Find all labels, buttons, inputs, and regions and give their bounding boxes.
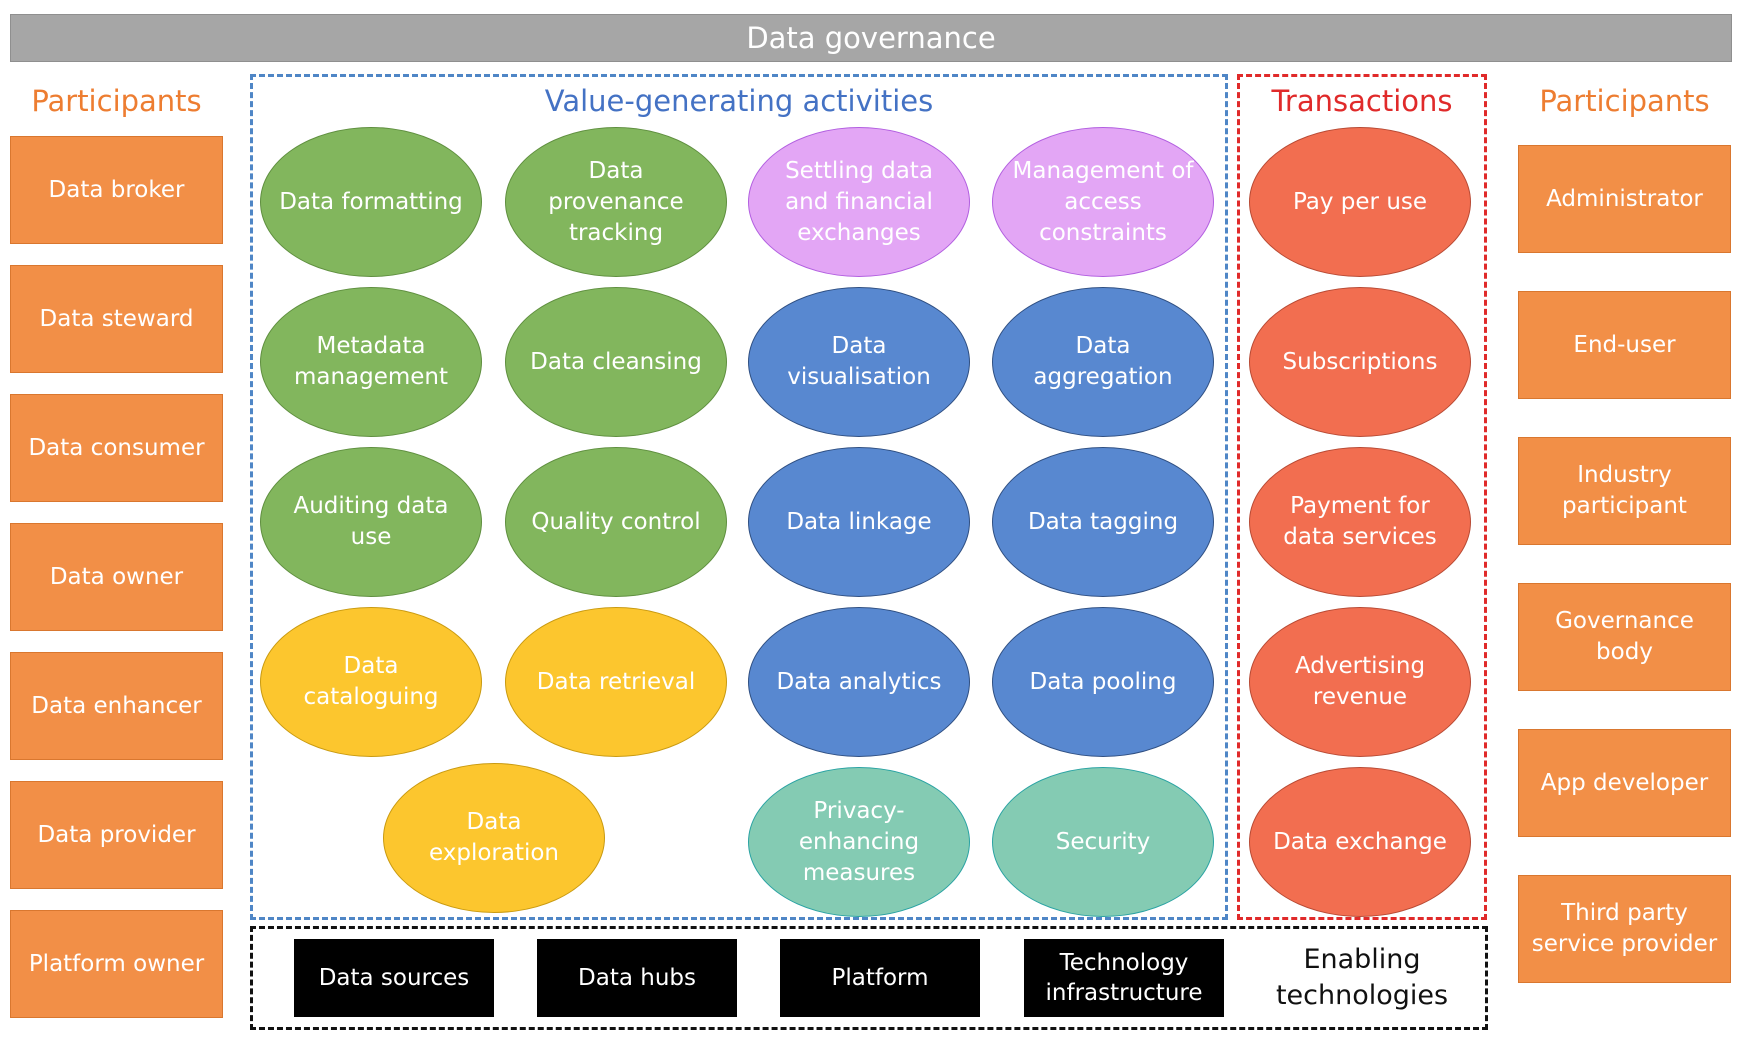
activity-quality-control: Quality control <box>505 447 727 597</box>
right-participants-heading: Participants <box>1539 84 1710 118</box>
activity-data-linkage: Data linkage <box>748 447 970 597</box>
participant-data-enhancer: Data enhancer <box>10 652 223 760</box>
participant-data-broker: Data broker <box>10 136 223 244</box>
left-participants-heading: Participants <box>31 84 202 118</box>
tech-data-sources: Data sources <box>294 939 494 1017</box>
activity-data-exploration: Data exploration <box>383 763 605 913</box>
activity-data-pooling: Data pooling <box>992 607 1214 757</box>
activity-data-aggregation: Data aggregation <box>992 287 1214 437</box>
transaction-advertising-revenue: Advertising revenue <box>1249 607 1471 757</box>
transactions-region <box>1237 74 1487 920</box>
value-generating-activities-region <box>250 74 1228 920</box>
participant-governance-body: Governance body <box>1518 583 1731 691</box>
activity-metadata-management: Metadata management <box>260 287 482 437</box>
participant-administrator: Administrator <box>1518 145 1731 253</box>
activity-settling-data-financial-exchanges: Settling data and financial exchanges <box>748 127 970 277</box>
activity-data-analytics: Data analytics <box>748 607 970 757</box>
activity-privacy-enhancing-measures: Privacy-enhancing measures <box>748 767 970 917</box>
activity-security: Security <box>992 767 1214 917</box>
transaction-pay-per-use: Pay per use <box>1249 127 1471 277</box>
participant-third-party-service-provider: Third party service provider <box>1518 875 1731 983</box>
participant-industry-participant: Industry participant <box>1518 437 1731 545</box>
participant-end-user: End-user <box>1518 291 1731 399</box>
activity-data-provenance-tracking: Data provenance tracking <box>505 127 727 277</box>
activity-management-of-access-constraints: Management of access constraints <box>992 127 1214 277</box>
transactions-heading: Transactions <box>1271 84 1453 118</box>
enabling-technologies-region <box>250 926 1488 1030</box>
activity-data-formatting: Data formatting <box>260 127 482 277</box>
participant-data-consumer: Data consumer <box>10 394 223 502</box>
activity-data-visualisation: Data visualisation <box>748 287 970 437</box>
value-generating-activities-heading: Value-generating activities <box>544 84 934 118</box>
activity-data-cleansing: Data cleansing <box>505 287 727 437</box>
transaction-payment-for-data-services: Payment for data services <box>1249 447 1471 597</box>
tech-technology-infrastructure: Technology infrastructure <box>1024 939 1224 1017</box>
activity-auditing-data-use: Auditing data use <box>260 447 482 597</box>
activity-data-retrieval: Data retrieval <box>505 607 727 757</box>
activity-data-tagging: Data tagging <box>992 447 1214 597</box>
activity-data-cataloguing: Data cataloguing <box>260 607 482 757</box>
enabling-technologies-label: Enabling technologies <box>1275 944 1449 1011</box>
participant-data-steward: Data steward <box>10 265 223 373</box>
transaction-subscriptions: Subscriptions <box>1249 287 1471 437</box>
tech-platform: Platform <box>780 939 980 1017</box>
participant-platform-owner: Platform owner <box>10 910 223 1018</box>
participant-app-developer: App developer <box>1518 729 1731 837</box>
participant-data-provider: Data provider <box>10 781 223 889</box>
data-governance-title: Data governance <box>10 14 1732 62</box>
participant-data-owner: Data owner <box>10 523 223 631</box>
transaction-data-exchange: Data exchange <box>1249 767 1471 917</box>
tech-data-hubs: Data hubs <box>537 939 737 1017</box>
